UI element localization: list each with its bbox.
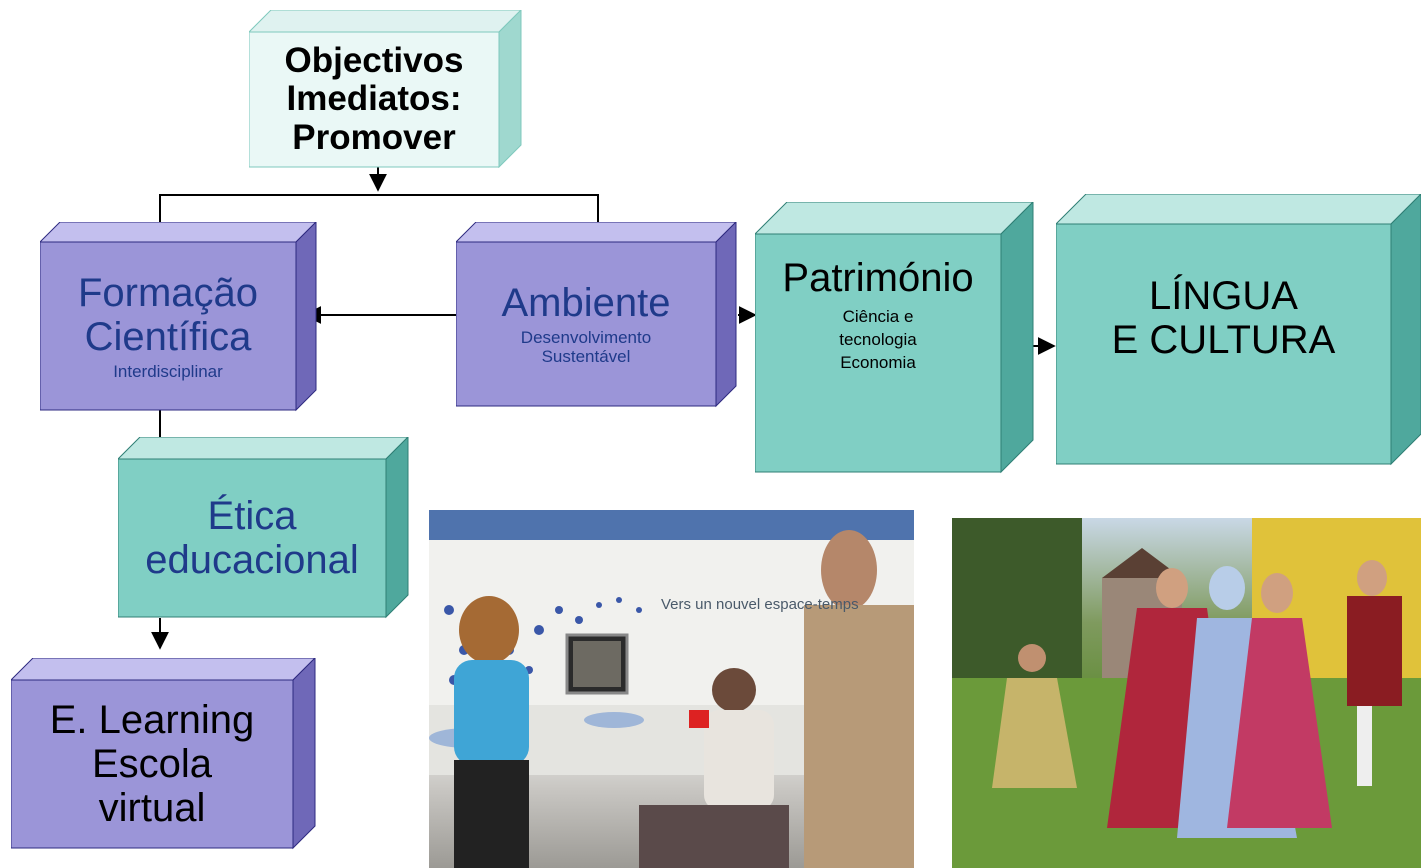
- elearning-box: E. Learning Escola virtual: [11, 680, 293, 848]
- objectivos-box: Objectivos Imediatos: Promover: [249, 32, 499, 167]
- etica-box-shape: [118, 437, 409, 619]
- ambiente-box-shape: [456, 222, 737, 408]
- objectivos-line3: Promover: [292, 117, 456, 157]
- ambiente-box: Ambiente Desenvolvimento Sustentável: [456, 242, 716, 406]
- objectivos-box-shape: [249, 10, 522, 168]
- objectivos-line1: Objectivos: [284, 40, 464, 80]
- patrimonio-box: Património Ciência e tecnologia Economia: [755, 234, 1001, 472]
- museum-scene: [429, 510, 914, 868]
- etica-line1: Ética: [207, 494, 297, 538]
- elearning-line3: virtual: [98, 786, 206, 830]
- ambiente-sub2: Sustentável: [541, 347, 631, 366]
- patrimonio-sub1: Ciência e: [842, 307, 914, 326]
- dancers-scene: [952, 518, 1421, 868]
- patrimonio-box-shape: [755, 202, 1034, 474]
- etica-box: Ética educacional: [118, 459, 386, 617]
- elearning-line1: E. Learning: [49, 698, 255, 742]
- ambiente-title: Ambiente: [501, 281, 671, 326]
- lingua-line2: E CULTURA: [1111, 318, 1336, 362]
- etica-line2: educacional: [145, 538, 359, 582]
- formacao-box-shape: [40, 222, 317, 412]
- patrimonio-title: Património: [782, 256, 974, 300]
- connector-branch: [159, 194, 599, 222]
- formacao-sub: Interdisciplinar: [113, 361, 223, 381]
- formacao-box: Formação Científica Interdisciplinar: [40, 242, 296, 410]
- lingua-box-shape: [1056, 194, 1421, 466]
- lingua-box: LÍNGUA E CULTURA: [1056, 224, 1391, 464]
- formacao-title2: Científica: [84, 314, 252, 359]
- objectivos-line2: Imediatos:: [286, 79, 462, 119]
- patrimonio-sub3: Economia: [840, 352, 916, 372]
- elearning-box-shape: [11, 658, 316, 850]
- museum-photo: Vers un nouvel espace-temps: [429, 510, 914, 868]
- ambiente-sub1: Desenvolvimento: [520, 328, 652, 348]
- formacao-title1: Formação: [77, 270, 259, 315]
- elearning-line2: Escola: [91, 742, 213, 786]
- museum-screen-text: Vers un nouvel espace-temps: [661, 596, 859, 613]
- lingua-line1: LÍNGUA: [1149, 274, 1298, 318]
- dancers-photo: [952, 518, 1421, 868]
- patrimonio-sub2: tecnologia: [839, 329, 917, 349]
